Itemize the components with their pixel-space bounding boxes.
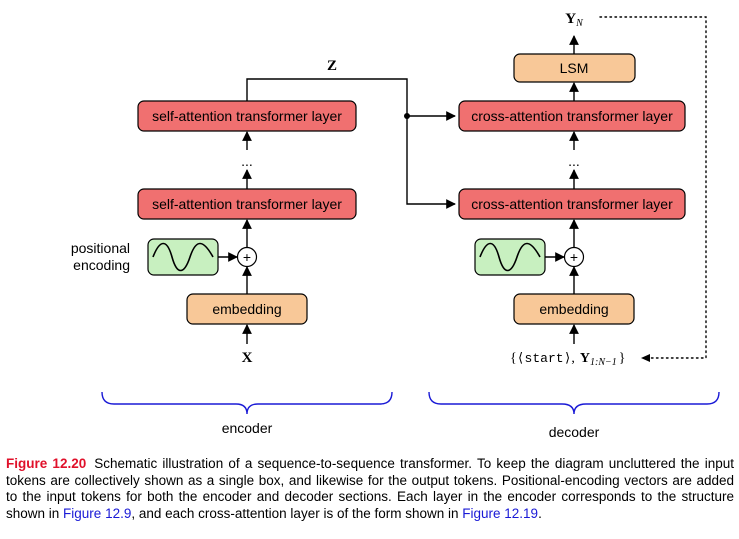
decoder-feedback-arrowhead: [641, 354, 650, 362]
decoder-input-close: }: [619, 351, 626, 366]
decoder-input-open: {: [510, 351, 517, 366]
decoder-embedding-label: embedding: [539, 301, 608, 317]
decoder-feedback-loop: [599, 16, 707, 359]
decoder-output-sub: N: [575, 18, 584, 29]
decoder-section: LSM cross-attention transformer layer ..…: [428, 11, 720, 440]
caption-text-part2: , and each cross-attention layer is of t…: [131, 505, 463, 521]
decoder-section-label: decoder: [549, 424, 600, 440]
encoder-brace: [101, 391, 393, 415]
encoder-pe-label-line2: encoding: [73, 257, 130, 273]
encoder-top-layer-label: self-attention transformer layer: [152, 108, 342, 124]
decoder-input-comma: ,: [571, 351, 575, 366]
encoder-pe-label-line1: positional: [71, 240, 130, 256]
caption-text-part3: .: [538, 505, 542, 521]
encoder-ellipsis: ...: [241, 153, 253, 169]
z-arrow-bottom-cross: [406, 116, 456, 209]
decoder-lsm-label: LSM: [560, 60, 589, 76]
decoder-output-label: YN: [565, 11, 584, 29]
decoder-input-main: Y: [580, 351, 590, 366]
sine-wave-icon: [479, 242, 541, 272]
encoder-input-x: X: [242, 350, 253, 366]
encoder-bottom-layer-label: self-attention transformer layer: [152, 196, 342, 212]
encoder-embedding-label: embedding: [212, 301, 281, 317]
caption-figure-number: Figure 12.20: [6, 456, 87, 471]
decoder-input-label: {⟨start⟩, Y1:N−1}: [510, 351, 626, 368]
caption-link-figure-12-19[interactable]: Figure 12.19: [462, 505, 539, 521]
decoder-input-start: ⟨start⟩: [517, 351, 572, 366]
decoder-top-layer-label: cross-attention transformer layer: [471, 108, 673, 124]
decoder-bottom-layer-label: cross-attention transformer layer: [471, 196, 673, 212]
decoder-brace: [428, 391, 720, 415]
decoder-ellipsis: ...: [568, 153, 580, 169]
transformer-diagram: self-attention transformer layer ... sel…: [71, 11, 720, 440]
decoder-top-layer-box: [458, 100, 686, 132]
decoder-output-main: Y: [565, 11, 576, 27]
caption-text-part1: Schematic illustration of a sequence-to-…: [6, 456, 734, 521]
sine-wave-icon: [152, 242, 214, 272]
decoder-bottom-layer-box: [458, 188, 686, 220]
caption-link-figure-12-9[interactable]: Figure 12.9: [63, 505, 132, 521]
z-connection: Z: [246, 58, 456, 209]
encoder-section-label: encoder: [222, 420, 273, 436]
encoder-plus-symbol: +: [243, 249, 251, 265]
decoder-input-sub: 1:N−1: [590, 357, 617, 368]
z-label: Z: [327, 58, 337, 74]
encoder-section: self-attention transformer layer ... sel…: [71, 100, 393, 436]
decoder-plus-symbol: +: [570, 249, 578, 265]
z-line: [246, 78, 408, 116]
